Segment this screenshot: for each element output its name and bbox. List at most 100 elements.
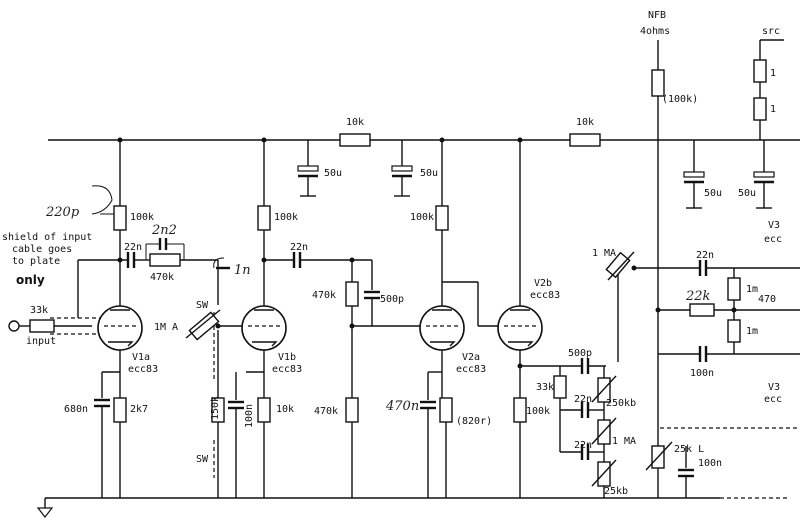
pot-1ma-master	[605, 251, 631, 279]
note-only: only	[16, 273, 45, 287]
resistor-src-2	[753, 97, 767, 121]
label-22n-1: 22n	[124, 242, 142, 253]
label-250kb: 250kb	[606, 398, 636, 409]
label-sw-1: SW	[196, 300, 209, 311]
hand-470n: 470n	[385, 399, 419, 414]
label-v2b: V2b	[534, 278, 552, 289]
label-10k-c: 10k	[276, 404, 294, 415]
label-100n-1: 100n	[244, 404, 255, 428]
note-shield-3: to plate	[12, 256, 60, 267]
capacitor-50u-2	[391, 140, 413, 197]
label-100k-3: 100k	[410, 212, 434, 223]
label-src-r1: 1	[770, 68, 776, 79]
capacitor-50u-4	[753, 140, 775, 209]
label-v3-top: V3	[768, 220, 780, 231]
hand-22k: 22k	[685, 289, 711, 304]
label-100k-4: 100k	[526, 406, 550, 417]
resistor-100k-v1b-plate	[257, 205, 271, 231]
tube-v1b	[241, 305, 287, 351]
label-1ma-1: 1M A	[154, 322, 178, 333]
resistor-470k-3	[345, 397, 359, 423]
label-500p-1: 500p	[380, 294, 404, 305]
label-22n-3: 22n	[696, 250, 714, 261]
label-v1a: V1a	[132, 352, 150, 363]
label-4ohms: 4ohms	[640, 26, 670, 37]
label-820r: (820r)	[456, 416, 492, 427]
hand-2n2: 2n2	[151, 223, 177, 238]
label-ecc83-2: ecc83	[272, 364, 302, 375]
tube-v1a	[97, 305, 143, 351]
resistor-10k-rail-1	[339, 133, 371, 147]
label-50u-4: 50u	[738, 188, 756, 199]
resistor-820r	[439, 397, 453, 423]
label-src: src	[762, 26, 780, 37]
label-src-r2: 1	[770, 104, 776, 115]
label-150k: 150k	[210, 396, 221, 420]
label-100n-2: 100n	[690, 368, 714, 379]
resistor-1m-1	[727, 277, 741, 301]
resistor-100k-v2b-cathode	[513, 397, 527, 423]
label-470k-3: 470k	[314, 406, 338, 417]
resistor-10k-rail-2	[569, 133, 601, 147]
label-50u-3: 50u	[704, 188, 722, 199]
label-100k-2: 100k	[274, 212, 298, 223]
resistor-470k-1	[149, 253, 181, 267]
label-100k-1: 100k	[130, 212, 154, 223]
ground-symbol	[36, 498, 54, 518]
label-ecc-top: ecc	[764, 234, 782, 245]
label-ecc83-1: ecc83	[128, 364, 158, 375]
resistor-100k-v2a-plate	[435, 205, 449, 231]
capacitor-50u-3	[683, 140, 705, 209]
label-ecc-mid: ecc	[764, 394, 782, 405]
label-ecc83-3: ecc83	[456, 364, 486, 375]
label-v1b: V1b	[278, 352, 296, 363]
label-1m-2: 1m	[746, 326, 758, 337]
label-33k-2: 33k	[536, 382, 554, 393]
label-1m-1: 1m	[746, 284, 758, 295]
resistor-33k-input	[29, 319, 55, 333]
label-470k-2: 470k	[312, 290, 336, 301]
resistor-100k-nfb	[651, 69, 665, 97]
tube-v2a	[419, 305, 465, 351]
label-470k-4: 470	[758, 294, 776, 305]
hand-220p: 220p	[45, 205, 80, 220]
resistor-1m-2	[727, 319, 741, 343]
label-10k-rail-2: 10k	[576, 117, 594, 128]
label-sw-2: SW	[196, 454, 209, 465]
label-50u-1: 50u	[324, 168, 342, 179]
label-1ma-3: 1 MA	[612, 436, 636, 447]
label-v2a: V2a	[462, 352, 480, 363]
input-jack	[8, 320, 20, 332]
label-22n-2: 22n	[290, 242, 308, 253]
capacitor-50u-1	[297, 140, 319, 197]
label-50u-2: 50u	[420, 168, 438, 179]
label-680n: 680n	[64, 404, 88, 415]
resistor-470k-2	[345, 281, 359, 307]
resistor-2k7	[113, 397, 127, 423]
note-shield-1: shield of input	[2, 232, 92, 243]
resistor-src-1	[753, 59, 767, 83]
note-shield-2: cable goes	[12, 244, 72, 255]
resistor-33k-tone	[553, 375, 567, 399]
label-25kl: 25k L	[674, 444, 704, 455]
label-500p-2: 500p	[568, 348, 592, 359]
label-ecc83-4: ecc83	[530, 290, 560, 301]
label-100k-nfb: (100k)	[662, 94, 698, 105]
label-2k7: 2k7	[130, 404, 148, 415]
label-33k-input: 33k	[30, 305, 48, 316]
label-470k-1: 470k	[150, 272, 174, 283]
label-25kb: 25kb	[604, 486, 628, 497]
hand-1n: 1n	[234, 263, 251, 278]
label-nfb: NFB	[648, 10, 666, 21]
label-100n-3: 100n	[698, 458, 722, 469]
resistor-10k-v1b-cathode	[257, 397, 271, 423]
label-1ma-2: 1 MA	[592, 248, 616, 259]
label-10k-rail-1: 10k	[346, 117, 364, 128]
label-v3-mid: V3	[768, 382, 780, 393]
pot-1ma-volume	[188, 311, 220, 341]
label-22n-4: 22n	[574, 394, 592, 405]
label-input: input	[26, 336, 56, 347]
tube-v2b	[497, 305, 543, 351]
resistor-100k-v1a-plate	[113, 205, 127, 231]
